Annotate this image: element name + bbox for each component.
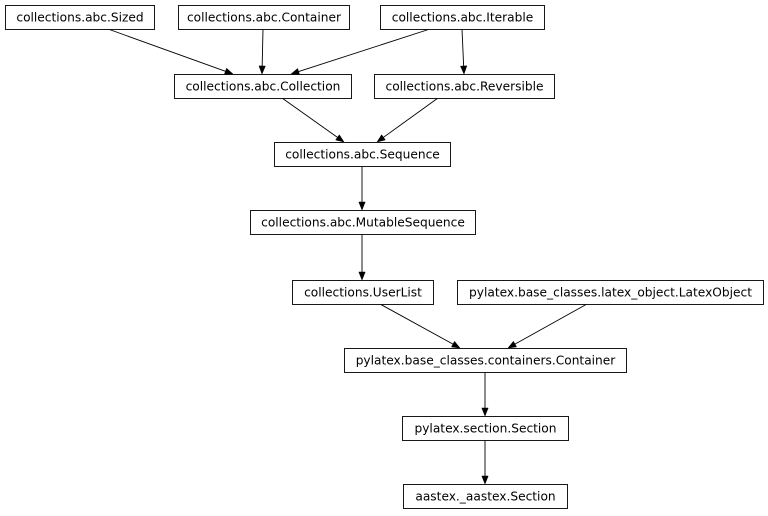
- edge-container-to-collection: [258, 28, 266, 75]
- class-node-label: pylatex.base_classes.containers.Containe…: [356, 354, 617, 368]
- class-node-box: [344, 348, 627, 373]
- edge-userlist-to-pcontainer: [379, 303, 461, 349]
- edge-psection-to-aastexsection: [481, 440, 489, 485]
- class-node-box: [380, 5, 545, 30]
- class-node-userlist[interactable]: collections.UserList: [292, 280, 434, 305]
- class-node-pcontainer[interactable]: pylatex.base_classes.containers.Containe…: [344, 348, 627, 373]
- edge-line: [383, 97, 439, 138]
- edge-line: [298, 28, 431, 72]
- edge-line: [261, 28, 264, 67]
- class-node-label: collections.abc.Container: [187, 11, 342, 25]
- edge-mutablesequence-to-userlist: [358, 234, 366, 281]
- edge-line: [281, 97, 338, 138]
- class-node-label: collections.abc.Iterable: [392, 11, 533, 25]
- arrowhead-icon: [358, 271, 366, 281]
- arrowhead-icon: [258, 65, 266, 75]
- edge-reversible-to-sequence: [376, 97, 439, 143]
- edge-line: [514, 303, 588, 345]
- class-node-box: [274, 142, 451, 167]
- class-node-box: [178, 5, 350, 30]
- arrowhead-icon: [451, 340, 461, 349]
- edge-iterable-to-reversible: [460, 28, 468, 75]
- class-node-psection[interactable]: pylatex.section.Section: [402, 416, 569, 441]
- class-node-label: collections.abc.MutableSequence: [261, 216, 465, 230]
- class-node-sized[interactable]: collections.abc.Sized: [5, 5, 155, 30]
- arrowhead-icon: [481, 407, 489, 417]
- class-node-box: [292, 280, 434, 305]
- edge-iterable-to-collection: [290, 28, 431, 75]
- class-node-label: collections.abc.Sized: [16, 11, 143, 25]
- class-node-label: collections.UserList: [304, 286, 422, 300]
- class-node-iterable[interactable]: collections.abc.Iterable: [380, 5, 545, 30]
- class-node-box: [402, 416, 569, 441]
- arrowhead-icon: [335, 134, 345, 143]
- arrowhead-icon: [358, 201, 366, 211]
- class-node-sequence[interactable]: collections.abc.Sequence: [274, 142, 451, 167]
- class-node-box: [250, 210, 476, 235]
- class-node-mutablesequence[interactable]: collections.abc.MutableSequence: [250, 210, 476, 235]
- class-node-box: [403, 484, 568, 509]
- edge-line: [461, 28, 465, 67]
- class-node-collection[interactable]: collections.abc.Collection: [174, 74, 352, 99]
- edge-sequence-to-mutablesequence: [358, 166, 366, 211]
- edge-pcontainer-to-psection: [481, 372, 489, 417]
- class-node-label: collections.abc.Collection: [186, 80, 341, 94]
- arrowhead-icon: [376, 134, 386, 143]
- class-node-label: pylatex.section.Section: [414, 422, 556, 436]
- class-node-latexobject[interactable]: pylatex.base_classes.latex_object.LatexO…: [457, 280, 764, 305]
- edge-latexobject-to-pcontainer: [507, 303, 588, 349]
- arrowhead-icon: [224, 67, 234, 75]
- class-node-label: pylatex.base_classes.latex_object.LatexO…: [469, 286, 752, 300]
- edge-sized-to-collection: [107, 28, 234, 75]
- class-node-box: [5, 5, 155, 30]
- class-node-label: aastex._aastex.Section: [415, 490, 555, 504]
- class-node-box: [457, 280, 764, 305]
- class-node-label: collections.abc.Sequence: [285, 148, 440, 162]
- arrowhead-icon: [290, 68, 300, 75]
- nodes-layer: collections.abc.Sized collections.abc.Con…: [5, 5, 764, 509]
- class-node-reversible[interactable]: collections.abc.Reversible: [374, 74, 555, 99]
- edge-line: [107, 28, 226, 72]
- class-node-aastexsection[interactable]: aastex._aastex.Section: [403, 484, 568, 509]
- edge-line: [379, 303, 454, 345]
- class-node-container[interactable]: collections.abc.Container: [178, 5, 350, 30]
- arrowhead-icon: [507, 340, 517, 349]
- arrowhead-icon: [460, 65, 468, 75]
- arrowhead-icon: [481, 475, 489, 485]
- class-node-box: [174, 74, 352, 99]
- edges-layer: [107, 28, 588, 485]
- class-node-box: [374, 74, 555, 99]
- class-node-label: collections.abc.Reversible: [386, 80, 544, 94]
- edge-collection-to-sequence: [281, 97, 345, 143]
